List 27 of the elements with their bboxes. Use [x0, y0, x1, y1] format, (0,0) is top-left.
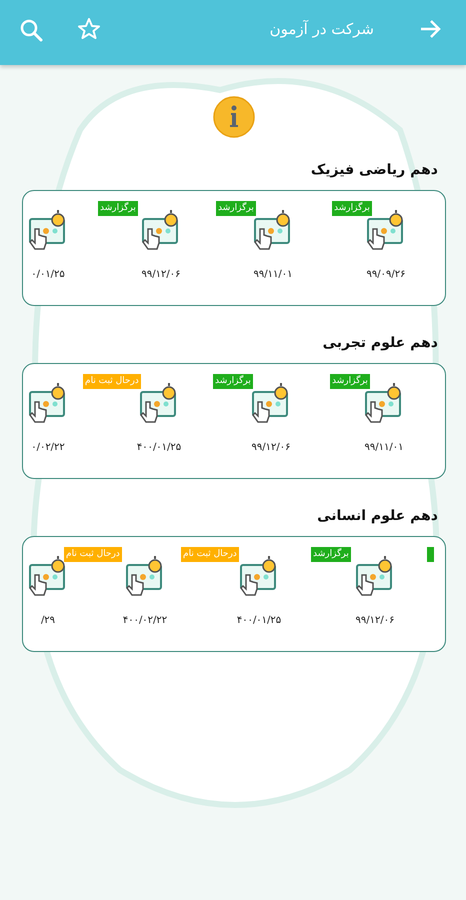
exam-date: ۴۰۰/۰۱/۲۵	[136, 442, 182, 453]
exam-date: ۹۹/۱۲/۰۶	[142, 269, 180, 280]
exam-date: /۲۹	[40, 615, 56, 626]
section-heading: دهم علوم تجربی	[322, 335, 438, 351]
section-heading: دهم ریاضی فیزیک	[310, 162, 438, 178]
status-badge: درحال ثبت نام	[64, 547, 122, 562]
status-badge: برگزارشد	[330, 374, 370, 389]
exam-date: ۹۹/۱۱/۰۱	[364, 442, 404, 453]
exam-date: ۹۹/۱۱/۰۱	[254, 269, 292, 280]
status-badge: برگزارشد	[311, 547, 351, 562]
status-badge: برگزارشد	[332, 201, 372, 216]
section-heading: دهم علوم انسانی	[317, 508, 438, 524]
status-badge: برگزارشد	[213, 374, 253, 389]
exam-date: ۴۰۰/۰۱/۲۵	[236, 615, 282, 626]
page-title: شرکت در آزمون	[270, 20, 374, 38]
exam-date: ۹۹/۰۹/۲۶	[366, 269, 406, 280]
exam-date: ۹۹/۱۲/۰۶	[252, 442, 290, 453]
status-badge: برگزارشد	[216, 201, 256, 216]
status-badge	[427, 547, 434, 562]
app-bar	[0, 0, 466, 65]
status-badge: برگزارشد	[98, 201, 138, 216]
exam-date: ۴۰۰/۰۲/۲۲	[122, 615, 168, 626]
exam-date: ۰/۰۲/۲۲	[31, 442, 65, 453]
exam-date: ۰/۰۱/۲۵	[31, 269, 65, 280]
exam-date: ۹۹/۱۲/۰۶	[356, 615, 394, 626]
status-badge: درحال ثبت نام	[83, 374, 141, 389]
status-badge: درحال ثبت نام	[181, 547, 239, 562]
